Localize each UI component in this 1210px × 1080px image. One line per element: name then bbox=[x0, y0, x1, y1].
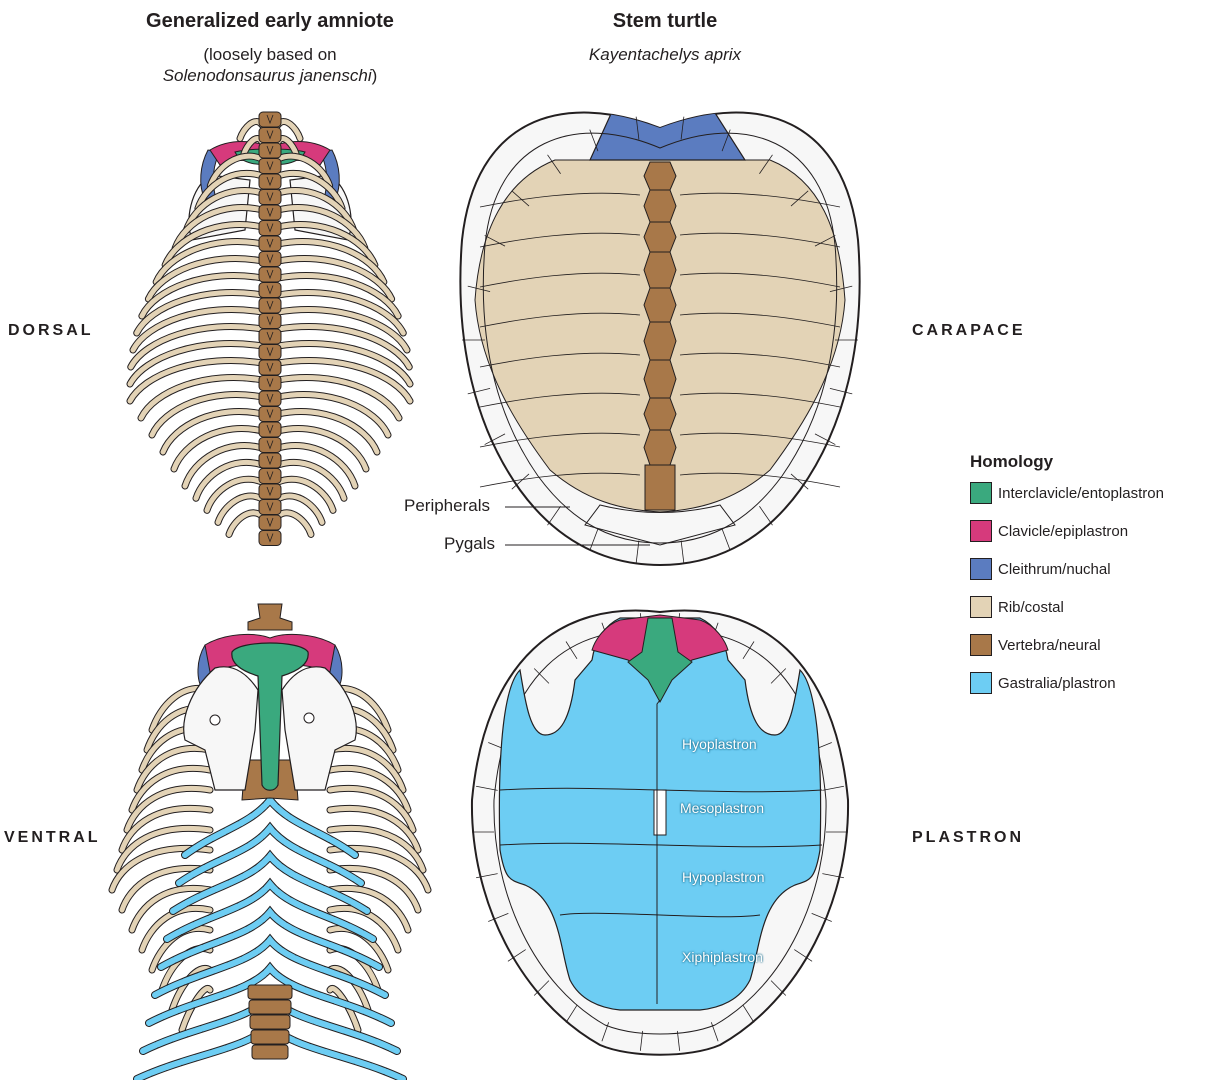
dorsal-vertebra bbox=[259, 159, 281, 174]
dorsal-vertebra bbox=[259, 236, 281, 251]
legend-label: Rib/costal bbox=[998, 599, 1064, 616]
legend-item: Clavicle/epiplastron bbox=[970, 518, 1205, 544]
xiphiplastron-label: Xiphiplastron bbox=[682, 949, 763, 965]
carapace-neural bbox=[644, 360, 676, 398]
carapace-neural bbox=[644, 222, 676, 252]
ventral-foramen-left bbox=[210, 715, 220, 725]
dorsal-vertebra bbox=[259, 298, 281, 313]
legend-swatch bbox=[970, 596, 992, 618]
dorsal-vertebra bbox=[259, 438, 281, 453]
carapace-neurals bbox=[644, 162, 676, 510]
legend-label: Vertebra/neural bbox=[998, 637, 1101, 654]
legend-item: Cleithrum/nuchal bbox=[970, 556, 1205, 582]
legend-item: Interclavicle/entoplastron bbox=[970, 480, 1205, 506]
carapace-neural bbox=[644, 430, 676, 465]
dorsal-skeleton bbox=[130, 112, 410, 546]
legend-item: Vertebra/neural bbox=[970, 632, 1205, 658]
dorsal-vertebra bbox=[259, 329, 281, 344]
dorsal-vertebra bbox=[259, 252, 281, 267]
legend-items: Interclavicle/entoplastronClavicle/epipl… bbox=[970, 480, 1205, 696]
legend-swatch bbox=[970, 672, 992, 694]
ventral-neck-vertebra bbox=[248, 604, 292, 630]
legend-label: Gastralia/plastron bbox=[998, 675, 1116, 692]
legend-swatch bbox=[970, 520, 992, 542]
legend-swatch bbox=[970, 558, 992, 580]
carapace-neural bbox=[644, 190, 676, 222]
carapace-neural bbox=[644, 162, 676, 190]
dorsal-vertebra bbox=[259, 515, 281, 530]
hyoplastron-label: Hyoplastron bbox=[682, 736, 757, 752]
legend-label: Cleithrum/nuchal bbox=[998, 561, 1111, 578]
dorsal-vertebra bbox=[259, 360, 281, 375]
dorsal-vertebra bbox=[259, 267, 281, 282]
dorsal-vertebra bbox=[259, 174, 281, 189]
carapace-neural bbox=[644, 252, 676, 288]
hypoplastron-label: Hypoplastron bbox=[682, 869, 765, 885]
dorsal-vertebra bbox=[259, 500, 281, 515]
legend-swatch bbox=[970, 482, 992, 504]
ventral-tail-vertebra bbox=[252, 1045, 288, 1059]
dorsal-vertebra bbox=[259, 143, 281, 158]
dorsal-vertebral-column bbox=[259, 112, 281, 546]
dorsal-vertebra bbox=[259, 484, 281, 499]
dorsal-vertebra bbox=[259, 345, 281, 360]
carapace-neural bbox=[644, 322, 676, 360]
ventral-tail-vertebra bbox=[248, 985, 292, 999]
ventral-tail-vertebra bbox=[250, 1015, 290, 1029]
dorsal-vertebra bbox=[259, 469, 281, 484]
legend-label: Interclavicle/entoplastron bbox=[998, 485, 1164, 502]
carapace bbox=[460, 105, 859, 565]
dorsal-vertebra bbox=[259, 453, 281, 468]
dorsal-vertebra bbox=[259, 391, 281, 406]
plastron bbox=[472, 611, 848, 1055]
dorsal-vertebra bbox=[259, 376, 281, 391]
dorsal-vertebra bbox=[259, 190, 281, 205]
dorsal-vertebra bbox=[259, 314, 281, 329]
ventral-tail-vertebra bbox=[249, 1000, 291, 1014]
legend-swatch bbox=[970, 634, 992, 656]
dorsal-vertebra bbox=[259, 422, 281, 437]
dorsal-vertebra bbox=[259, 128, 281, 143]
carapace-neural bbox=[644, 288, 676, 322]
legend-label: Clavicle/epiplastron bbox=[998, 523, 1128, 540]
mesoplastron-label: Mesoplastron bbox=[680, 800, 764, 816]
dorsal-vertebra bbox=[259, 531, 281, 546]
dorsal-vertebra bbox=[259, 112, 281, 127]
ventral-skeleton bbox=[112, 604, 428, 1079]
ventral-foramen-right bbox=[304, 713, 314, 723]
plastron-fontanelle bbox=[654, 790, 666, 835]
carapace-neural bbox=[644, 398, 676, 430]
legend-title: Homology bbox=[970, 452, 1205, 472]
carapace-neural bbox=[645, 465, 675, 510]
dorsal-vertebra bbox=[259, 407, 281, 422]
homology-legend: Homology Interclavicle/entoplastronClavi… bbox=[970, 452, 1205, 708]
legend-item: Gastralia/plastron bbox=[970, 670, 1205, 696]
dorsal-vertebra bbox=[259, 283, 281, 298]
dorsal-vertebra bbox=[259, 221, 281, 236]
peripherals-callout: Peripherals bbox=[404, 496, 490, 516]
ventral-tail-vertebra bbox=[251, 1030, 289, 1044]
dorsal-vertebra bbox=[259, 205, 281, 220]
pygals-callout: Pygals bbox=[444, 534, 495, 554]
legend-item: Rib/costal bbox=[970, 594, 1205, 620]
ventral-tail-vertebrae bbox=[248, 985, 292, 1059]
